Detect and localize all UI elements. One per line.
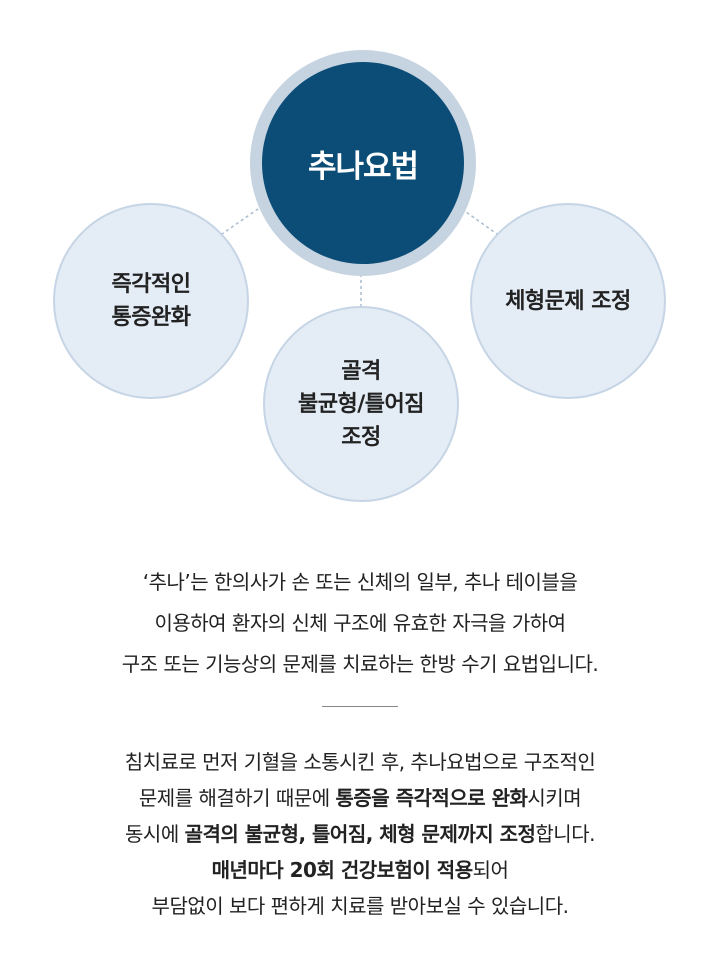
node-immediate-pain-relief: 즉각적인 통증완화 [53, 203, 249, 399]
description-line: 부담없이 보다 편하게 치료를 받아보실 수 있습니다. [0, 888, 720, 924]
intro-paragraph: ‘추나’는 한의사가 손 또는 신체의 일부, 추나 테이블을 이용하여 환자의… [0, 562, 720, 685]
node-label-line: 불균형/틀어짐 [298, 391, 424, 417]
text-segment: 부담없이 보다 편하게 치료를 받아보실 수 있습니다. [151, 894, 569, 918]
description-paragraph: 침치료로 먼저 기혈을 소통시킨 후, 추나요법으로 구조적인 문제를 해결하기… [0, 744, 720, 924]
description-line: 동시에 골격의 불균형, 틀어짐, 체형 문제까지 조정합니다. [0, 816, 720, 852]
emphasis-text: 통증을 즉각적으로 완화 [335, 786, 528, 810]
node-skeletal-imbalance: 골격 불균형/틀어짐 조정 [263, 306, 459, 502]
text-segment: 시키며 [527, 786, 582, 810]
chuna-diagram: 추나요법 즉각적인 통증완화 골격 불균형/틀어짐 조정 체형문제 조정 [53, 50, 666, 502]
text-segment: 합니다. [535, 822, 595, 846]
description-line: 침치료로 먼저 기혈을 소통시킨 후, 추나요법으로 구조적인 [0, 744, 720, 780]
emphasis-text: 매년마다 20회 건강보험이 적용 [211, 858, 474, 882]
center-node: 추나요법 [262, 62, 464, 264]
intro-line: 구조 또는 기능상의 문제를 치료하는 한방 수기 요법입니다. [121, 652, 599, 676]
node-label-line: 조정 [341, 424, 381, 450]
text-segment: 침치료로 먼저 기혈을 소통시킨 후, 추나요법으로 구조적인 [124, 750, 596, 774]
center-node-label: 추나요법 [307, 148, 419, 185]
node-body-shape: 체형문제 조정 [470, 203, 666, 399]
text-segment: 동시에 [125, 822, 185, 846]
node-label-line: 체형문제 조정 [505, 288, 631, 314]
text-segment: 문제를 해결하기 때문에 [138, 786, 336, 810]
intro-line: ‘추나’는 한의사가 손 또는 신체의 일부, 추나 테이블을 [142, 570, 578, 594]
node-label-line: 골격 [341, 358, 381, 384]
text-segment: 되어 [472, 858, 509, 882]
divider [322, 706, 398, 707]
node-label-line: 통증완화 [111, 305, 191, 330]
description-line: 매년마다 20회 건강보험이 적용되어 [0, 852, 720, 888]
description-line: 문제를 해결하기 때문에 통증을 즉각적으로 완화시키며 [0, 780, 720, 816]
emphasis-text: 골격의 불균형, 틀어짐, 체형 문제까지 조정 [184, 822, 536, 846]
node-label-line: 즉각적인 [111, 272, 191, 297]
intro-line: 이용하여 환자의 신체 구조에 유효한 자극을 가하여 [154, 611, 566, 635]
